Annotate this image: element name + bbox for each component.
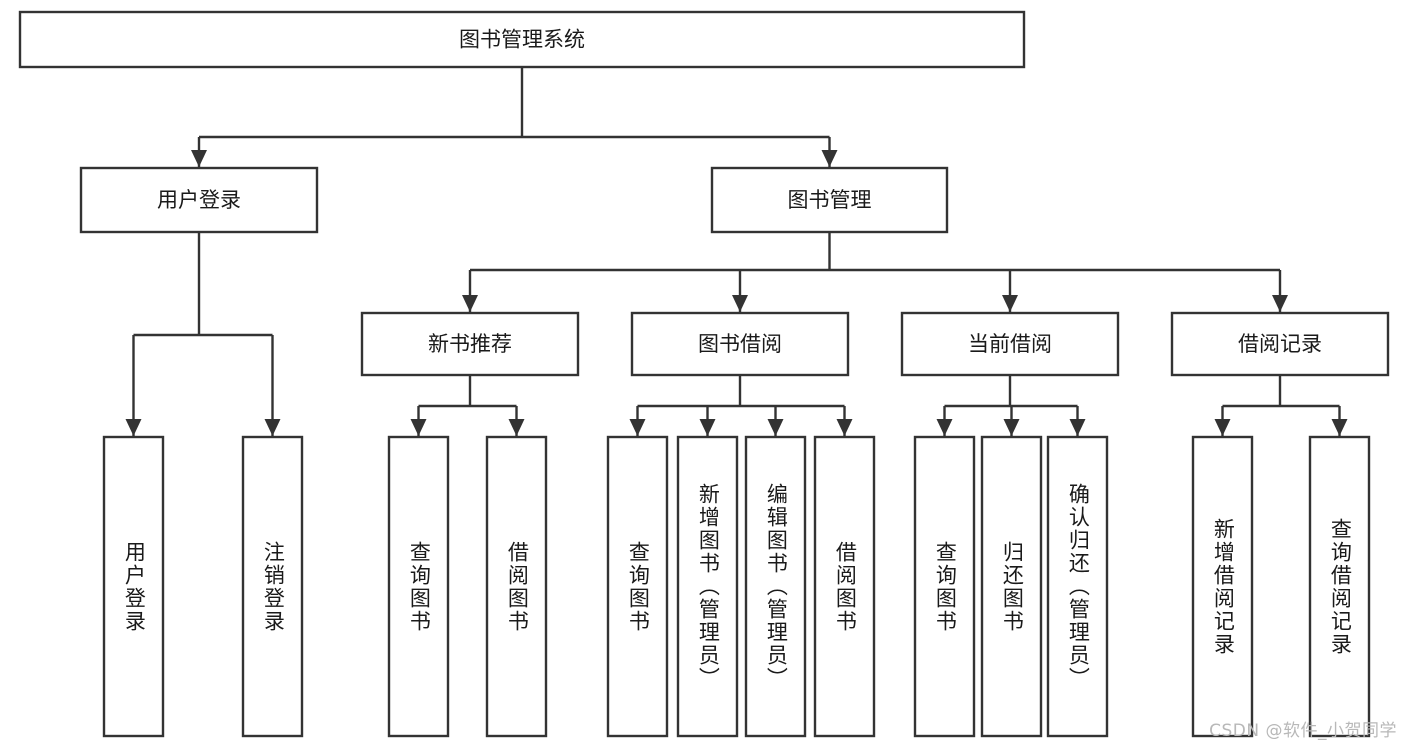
- node-leaf-leaf-add-book-rect: [676, 435, 739, 738]
- node-level3-current-borrow-label: 当前借阅: [968, 332, 1052, 356]
- arrow-head-icon-leaf-edit-book: [767, 419, 784, 436]
- node-leaf-leaf-borrow-book-2[interactable]: [813, 435, 876, 738]
- node-level2-book-manage[interactable]: 图书管理: [710, 166, 949, 234]
- arrow-head-icon-leaf-user-login: [125, 419, 142, 436]
- node-level3-book-borrow[interactable]: 图书借阅: [630, 311, 850, 377]
- node-level2-book-manage-rect: [710, 166, 949, 234]
- node-level3-current-borrow[interactable]: 当前借阅: [900, 311, 1120, 377]
- node-level2-user-login-label: 用户登录: [157, 188, 241, 212]
- node-leaf-leaf-query-book-3-rect: [913, 435, 976, 738]
- arrow-head-icon-leaf-query-record: [1331, 419, 1348, 436]
- node-leaf-leaf-add-record[interactable]: [1191, 435, 1254, 738]
- node-leaf-leaf-edit-book[interactable]: [744, 435, 807, 738]
- node-leaf-leaf-query-book-1-rect: [387, 435, 450, 738]
- arrow-head-icon-book-borrow: [732, 295, 748, 312]
- node-leaf-leaf-user-login[interactable]: [102, 435, 165, 738]
- node-leaf-leaf-user-logout[interactable]: [241, 435, 304, 738]
- arrow-head-icon-new-book-recommend: [462, 295, 478, 312]
- node-root-root-rect: [18, 10, 1026, 69]
- node-level3-borrow-record-label: 借阅记录: [1238, 332, 1322, 356]
- arrow-head-icon-leaf-confirm-return: [1069, 419, 1086, 436]
- arrow-head-icon-borrow-record: [1272, 295, 1288, 312]
- node-leaf-leaf-query-book-1[interactable]: [387, 435, 450, 738]
- node-leaf-leaf-return-book[interactable]: [980, 435, 1043, 738]
- node-leaf-leaf-borrow-book-1[interactable]: [485, 435, 548, 738]
- node-leaf-leaf-borrow-book-1-rect: [485, 435, 548, 738]
- node-level3-new-book-recommend-rect: [360, 311, 580, 377]
- arrow-head-icon-book-manage: [821, 150, 838, 167]
- node-level2-user-login[interactable]: 用户登录: [79, 166, 319, 234]
- node-leaf-leaf-add-book[interactable]: [676, 435, 739, 738]
- node-leaf-leaf-return-book-rect: [980, 435, 1043, 738]
- connectors-layer: [125, 67, 1348, 436]
- node-leaf-leaf-query-record[interactable]: [1308, 435, 1371, 738]
- node-leaf-leaf-query-record-rect: [1308, 435, 1371, 738]
- arrow-head-icon-leaf-query-book-2: [629, 419, 646, 436]
- node-leaf-leaf-user-logout-rect: [241, 435, 304, 738]
- node-level3-borrow-record[interactable]: 借阅记录: [1170, 311, 1390, 377]
- node-leaf-leaf-confirm-return[interactable]: [1046, 435, 1109, 738]
- arrow-head-icon-leaf-user-logout: [264, 419, 281, 436]
- arrow-head-icon-user-login: [191, 150, 207, 167]
- node-leaf-leaf-add-record-rect: [1191, 435, 1254, 738]
- node-level3-current-borrow-rect: [900, 311, 1120, 377]
- node-root-root[interactable]: 图书管理系统: [18, 10, 1026, 69]
- node-leaf-leaf-user-login-rect: [102, 435, 165, 738]
- arrow-head-icon-leaf-query-book-3: [936, 419, 953, 436]
- node-leaf-leaf-edit-book-rect: [744, 435, 807, 738]
- arrow-head-icon-current-borrow: [1002, 295, 1018, 312]
- node-level3-book-borrow-label: 图书借阅: [698, 332, 782, 356]
- arrow-head-icon-leaf-return-book: [1003, 419, 1020, 436]
- node-level2-user-login-rect: [79, 166, 319, 234]
- node-level3-new-book-recommend-label: 新书推荐: [428, 332, 512, 356]
- node-level3-new-book-recommend[interactable]: 新书推荐: [360, 311, 580, 377]
- node-root-root-label: 图书管理系统: [459, 28, 585, 52]
- arrow-head-icon-leaf-borrow-book-2: [836, 419, 853, 436]
- node-level3-book-borrow-rect: [630, 311, 850, 377]
- watermark-text: CSDN @软件_小贺同学: [1209, 721, 1397, 741]
- arrow-head-icon-leaf-add-book: [699, 419, 716, 436]
- node-level3-borrow-record-rect: [1170, 311, 1390, 377]
- node-level2-book-manage-label: 图书管理: [788, 188, 872, 212]
- arrow-head-icon-leaf-add-record: [1214, 419, 1231, 436]
- node-leaf-leaf-query-book-2-rect: [606, 435, 669, 738]
- node-leaf-leaf-borrow-book-2-rect: [813, 435, 876, 738]
- arrow-head-icon-leaf-query-book-1: [410, 419, 427, 436]
- node-leaf-leaf-query-book-2[interactable]: [606, 435, 669, 738]
- node-leaf-leaf-query-book-3[interactable]: [913, 435, 976, 738]
- node-leaf-leaf-confirm-return-rect: [1046, 435, 1109, 738]
- arrow-head-icon-leaf-borrow-book-1: [508, 419, 525, 436]
